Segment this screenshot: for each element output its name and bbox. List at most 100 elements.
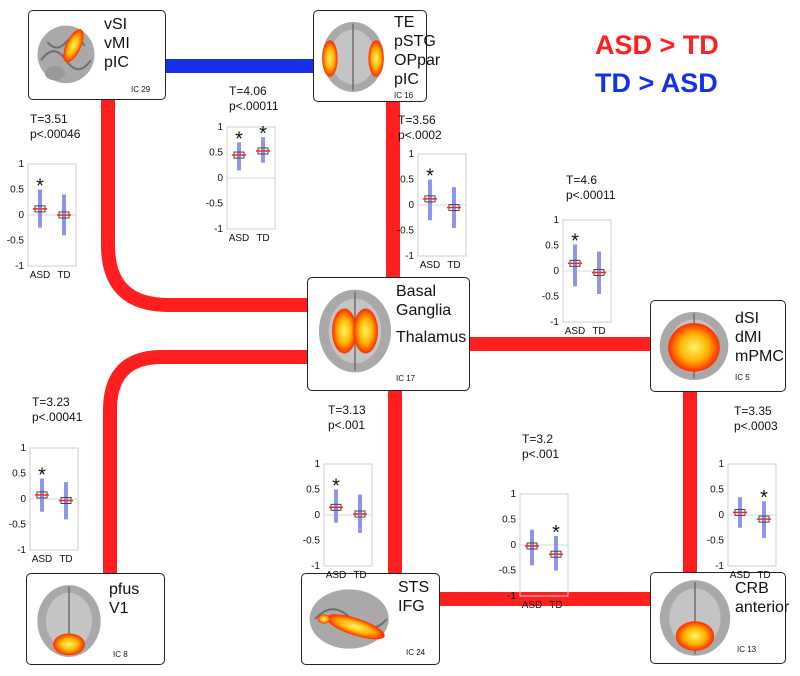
- significance-star: *: [259, 123, 267, 145]
- t-value: T=3.13: [328, 403, 366, 417]
- significance-star: *: [38, 465, 46, 487]
- y-tick-label: -0.5: [499, 566, 517, 577]
- node-label: mPMC: [735, 348, 784, 365]
- y-tick-label: -1: [17, 545, 26, 556]
- p-value: p<.00011: [566, 188, 616, 202]
- category-label: TD: [353, 570, 366, 580]
- range-bar: [573, 244, 577, 287]
- range-bar: [334, 489, 338, 523]
- y-tick-label: 0.5: [400, 175, 414, 186]
- t-value: T=3.2: [522, 432, 554, 446]
- node-label: IFG: [398, 598, 425, 615]
- category-label: TD: [57, 270, 70, 280]
- node-label: OPpar: [394, 52, 441, 69]
- y-tick-label: 0: [510, 540, 516, 551]
- y-tick-label: -1: [214, 224, 223, 235]
- range-bar: [261, 137, 265, 163]
- range-bar: [530, 529, 534, 566]
- y-tick-label: 1: [408, 149, 414, 160]
- y-tick-label: -0.5: [7, 236, 25, 247]
- range-bar: [554, 535, 558, 571]
- p-value: p<.00041: [32, 410, 83, 424]
- node-label: vMI: [104, 35, 130, 52]
- brain-image: [322, 22, 384, 92]
- p-value: p<.001: [522, 447, 560, 461]
- connection-ic29-ic17: [101, 100, 308, 312]
- p-value: p<.00011: [229, 99, 279, 113]
- y-tick-label: 1: [314, 459, 320, 470]
- category-label: TD: [757, 570, 770, 580]
- legend-asd-gt-td: ASD > TD: [595, 30, 719, 60]
- y-tick-label: -0.5: [206, 199, 224, 210]
- significance-star: *: [332, 476, 340, 498]
- brain-image: [309, 589, 389, 649]
- component-id: IC 16: [394, 91, 414, 100]
- y-tick-label: 1: [18, 159, 24, 170]
- node-label: pIC: [394, 71, 419, 88]
- t-value: T=3.51: [30, 112, 68, 126]
- t-value: T=4.6: [566, 173, 598, 187]
- y-tick-label: -0.5: [303, 536, 321, 547]
- node-label: pfus: [109, 581, 140, 598]
- node-label: V1: [109, 600, 129, 617]
- y-tick-label: 0.5: [710, 485, 724, 496]
- t-value: T=3.56: [398, 113, 436, 127]
- y-tick-label: -1: [311, 561, 320, 572]
- significance-star: *: [552, 522, 560, 544]
- y-tick-label: -1: [550, 317, 559, 328]
- category-label: ASD: [522, 600, 543, 610]
- y-tick-label: -0.5: [707, 536, 725, 547]
- p-value: p<.0003: [734, 419, 778, 433]
- node-label: STS: [398, 579, 430, 596]
- significance-star: *: [36, 176, 44, 198]
- component-id: IC 13: [737, 645, 757, 654]
- y-tick-label: 0: [18, 210, 24, 221]
- node-ic24: STS IFG IC 24: [301, 573, 440, 665]
- p-value: p<.0002: [398, 128, 442, 142]
- significance-star: *: [235, 128, 243, 150]
- t-value: T=3.35: [734, 404, 772, 418]
- brain-image: [659, 580, 731, 656]
- category-label: ASD: [229, 233, 250, 243]
- y-tick-label: 0: [217, 173, 223, 184]
- node-label: Ganglia: [396, 302, 452, 319]
- node-label: dMI: [735, 329, 762, 346]
- y-tick-label: 0: [20, 494, 26, 505]
- y-tick-label: -0.5: [542, 292, 560, 303]
- y-tick-label: 1: [718, 459, 724, 470]
- range-bar: [428, 179, 432, 221]
- p-value: p<.001: [328, 418, 366, 432]
- y-tick-label: 1: [217, 122, 223, 133]
- category-label: ASD: [730, 570, 751, 580]
- node-label: CRB: [735, 580, 769, 597]
- component-id: IC 24: [406, 648, 426, 657]
- brain-image: [37, 25, 95, 84]
- y-tick-label: -1: [715, 561, 724, 572]
- node-label: anterior: [735, 599, 790, 616]
- node-label: vSI: [104, 16, 128, 33]
- node-label: Thalamus: [396, 329, 467, 346]
- node-label: Basal: [396, 283, 437, 300]
- y-tick-label: 0: [314, 510, 320, 521]
- component-id: IC 29: [131, 85, 151, 94]
- node-ic13: CRB anterior IC 13: [650, 572, 790, 664]
- category-label: TD: [256, 233, 269, 243]
- brain-image: [318, 289, 392, 373]
- significance-star: *: [760, 487, 768, 509]
- component-id: IC 5: [735, 373, 750, 382]
- brain-image: [659, 311, 729, 381]
- y-tick-label: 0.5: [209, 148, 223, 159]
- y-tick-label: 0.5: [306, 485, 320, 496]
- category-label: TD: [447, 260, 460, 270]
